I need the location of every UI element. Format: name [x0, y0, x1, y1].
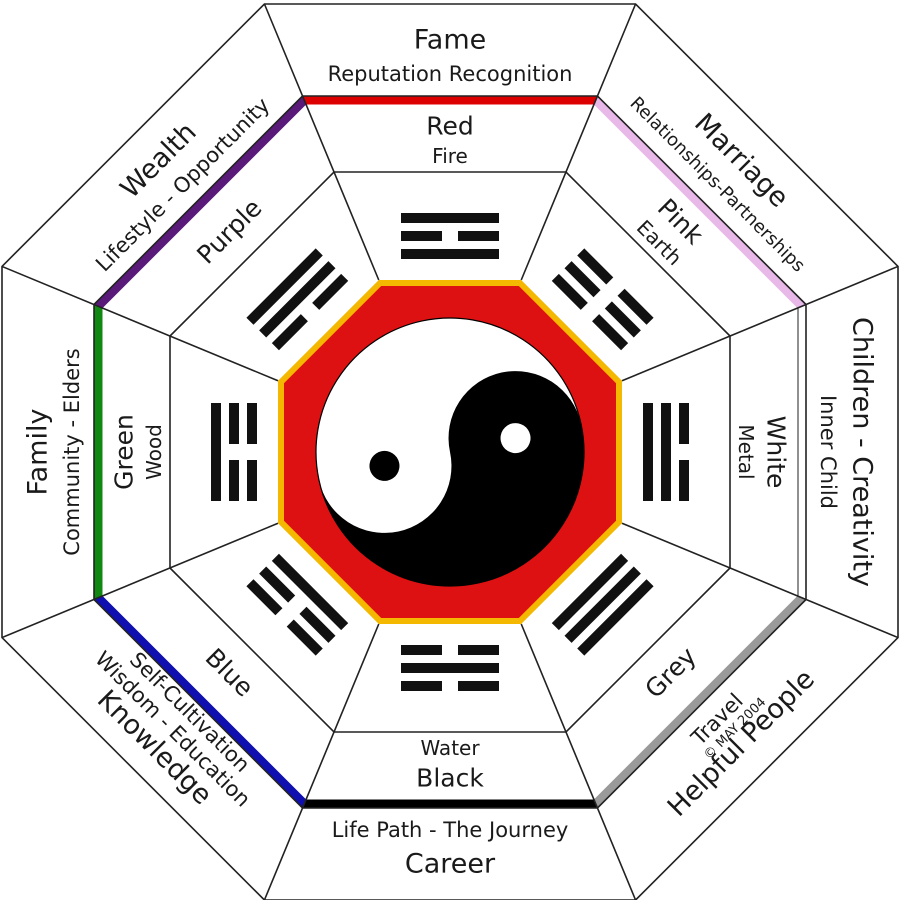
- family-color-band: [93, 303, 103, 601]
- fame-area-title: Fame: [414, 25, 487, 56]
- career-element-name: Water: [420, 736, 480, 760]
- career-area-title: Career: [405, 849, 496, 880]
- children-area-title: Children - Creativity: [847, 317, 878, 587]
- family-area-title: Family: [23, 409, 54, 496]
- helpful-color-name: Grey: [639, 641, 702, 704]
- knowledge-color-name: Blue: [200, 643, 260, 703]
- family-area-subtitle: Community - Elders: [60, 348, 84, 555]
- children-area-subtitle: Inner Child: [816, 395, 840, 509]
- fame-color-name: Red: [426, 112, 474, 141]
- color-bands: [93, 95, 807, 809]
- career-color-name: Black: [416, 764, 484, 793]
- yin-yang-icon: [315, 317, 585, 587]
- trigrams: [211, 213, 689, 691]
- children-trigram-icon: [643, 403, 689, 501]
- sector-divider: [520, 3, 637, 281]
- helpful-trigram-icon: [551, 553, 654, 656]
- children-color-band: [797, 303, 807, 601]
- children-color-name: White: [762, 416, 791, 489]
- sector-divider: [1, 265, 279, 382]
- fame-element-name: Fire: [432, 144, 468, 168]
- sector-divider: [1, 522, 279, 639]
- marriage-trigram-icon: [551, 248, 654, 351]
- wealth-color-band: [93, 95, 307, 309]
- fame-area-subtitle: Reputation Recognition: [328, 62, 573, 86]
- sector-divider: [263, 3, 380, 281]
- fame-color-band: [301, 95, 599, 105]
- career-color-band: [301, 799, 599, 809]
- sector-divider: [621, 265, 899, 382]
- center-octagon: [278, 280, 622, 624]
- octagon-rings: [1, 3, 899, 900]
- family-color-name: Green: [110, 414, 139, 490]
- sector-divider: [520, 623, 637, 900]
- career-area-subtitle: Life Path - The Journey: [332, 818, 569, 842]
- ring-0: [1, 3, 899, 900]
- knowledge-trigram-icon: [246, 553, 349, 656]
- career-trigram-icon: [401, 645, 499, 691]
- children-element-name: Metal: [734, 424, 758, 479]
- fame-trigram-icon: [401, 213, 499, 259]
- wealth-trigram-icon: [246, 248, 349, 351]
- sector-divider: [263, 623, 380, 900]
- family-element-name: Wood: [142, 424, 166, 480]
- family-trigram-icon: [211, 403, 257, 501]
- sector-divider: [621, 522, 899, 639]
- helpful-area-title: Helpful People: [662, 664, 821, 823]
